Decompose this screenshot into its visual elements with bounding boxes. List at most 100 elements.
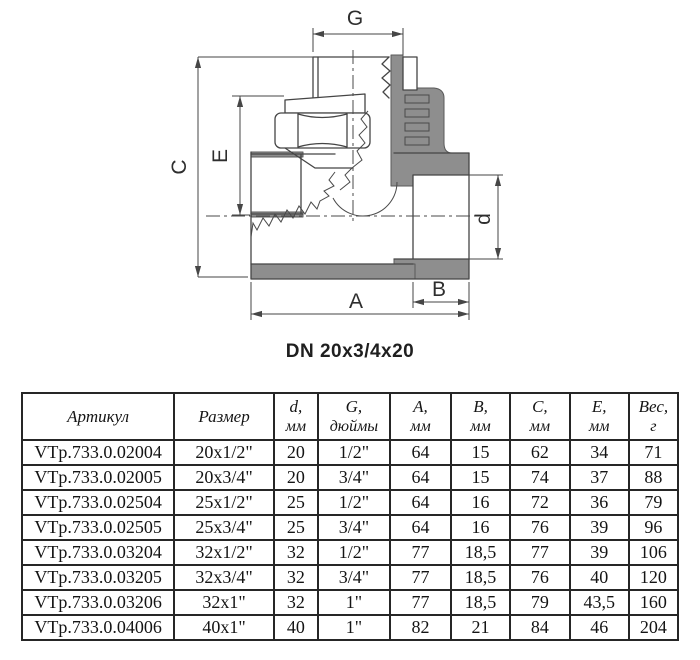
dim-label-g: G bbox=[347, 7, 363, 30]
male-thread bbox=[312, 56, 418, 99]
dim-label-b: B bbox=[432, 278, 446, 301]
dimension-g: G bbox=[312, 7, 404, 55]
dimension-d: d bbox=[462, 174, 503, 260]
cell-a: 77 bbox=[389, 539, 452, 566]
elbow-arc bbox=[332, 181, 398, 217]
cell-ves: 79 bbox=[627, 489, 680, 516]
cell-artikul: VTp.733.0.02505 bbox=[20, 514, 176, 541]
cell-a: 77 bbox=[389, 564, 452, 591]
cell-ves: 96 bbox=[627, 514, 680, 541]
cell-a: 77 bbox=[389, 589, 452, 616]
cell-artikul: VTp.733.0.02004 bbox=[20, 439, 176, 466]
thread-comb bbox=[404, 94, 430, 146]
col-header-d: d,мм bbox=[272, 392, 319, 441]
cell-c: 76 bbox=[509, 564, 571, 591]
cell-b: 16 bbox=[449, 489, 512, 516]
union-nut bbox=[274, 93, 371, 169]
cell-b: 18,5 bbox=[449, 589, 512, 616]
cell-razmer: 40x1" bbox=[173, 614, 275, 641]
cell-d: 40 bbox=[272, 614, 319, 641]
cell-c: 62 bbox=[509, 439, 571, 466]
cell-ves: 204 bbox=[627, 614, 680, 641]
cell-razmer: 32x1" bbox=[173, 589, 275, 616]
cell-g: 3/4" bbox=[316, 464, 392, 491]
cell-artikul: VTp.733.0.02504 bbox=[20, 489, 176, 516]
cell-b: 18,5 bbox=[449, 539, 512, 566]
cell-razmer: 25x1/2" bbox=[173, 489, 275, 516]
dimension-c: C bbox=[168, 56, 313, 278]
cell-artikul: VTp.733.0.04006 bbox=[20, 614, 176, 641]
run-bottom-wall bbox=[250, 263, 416, 280]
cell-razmer: 25x3/4" bbox=[173, 514, 275, 541]
dim-label-d: d bbox=[472, 213, 495, 225]
cell-e: 39 bbox=[568, 539, 630, 566]
cell-g: 1" bbox=[316, 589, 392, 616]
cell-e: 43,5 bbox=[568, 589, 630, 616]
col-header-e: E,мм bbox=[568, 392, 630, 441]
cell-d: 25 bbox=[272, 489, 319, 516]
technical-drawing: G C E A B d bbox=[168, 7, 503, 320]
col-header-artikul: Артикул bbox=[20, 392, 176, 441]
cell-razmer: 20x3/4" bbox=[173, 464, 275, 491]
cell-e: 40 bbox=[568, 564, 630, 591]
cell-b: 18,5 bbox=[449, 564, 512, 591]
cell-a: 64 bbox=[389, 489, 452, 516]
header-row: Артикул Размер d,мм G,дюймы A,мм B,мм C,… bbox=[20, 392, 680, 441]
cell-ves: 160 bbox=[627, 589, 680, 616]
cell-g: 1/2" bbox=[316, 439, 392, 466]
nut-skirt bbox=[284, 147, 354, 169]
cell-d: 20 bbox=[272, 439, 319, 466]
cell-razmer: 20x1/2" bbox=[173, 439, 275, 466]
col-header-c: C,мм bbox=[509, 392, 571, 441]
cell-c: 72 bbox=[509, 489, 571, 516]
col-header-b: B,мм bbox=[449, 392, 512, 441]
cell-razmer: 32x1/2" bbox=[173, 539, 275, 566]
cell-g: 1/2" bbox=[316, 489, 392, 516]
cell-b: 15 bbox=[449, 439, 512, 466]
cell-ves: 71 bbox=[627, 439, 680, 466]
fitting-body bbox=[250, 54, 470, 280]
dimension-b: B bbox=[412, 278, 469, 308]
cell-c: 74 bbox=[509, 464, 571, 491]
cell-c: 79 bbox=[509, 589, 571, 616]
cell-razmer: 32x3/4" bbox=[173, 564, 275, 591]
cell-d: 32 bbox=[272, 589, 319, 616]
col-header-razmer: Размер bbox=[173, 392, 275, 441]
cell-b: 15 bbox=[449, 464, 512, 491]
cell-a: 82 bbox=[389, 614, 452, 641]
dim-label-c: C bbox=[168, 159, 191, 174]
dimension-e: E bbox=[209, 95, 284, 216]
cell-artikul: VTp.733.0.03206 bbox=[20, 589, 176, 616]
spec-table: Артикул Размер d,мм G,дюймы A,мм B,мм C,… bbox=[20, 392, 680, 641]
cell-a: 64 bbox=[389, 464, 452, 491]
cell-a: 64 bbox=[389, 514, 452, 541]
cell-a: 64 bbox=[389, 439, 452, 466]
drawing-caption: DN 20x3/4x20 bbox=[285, 341, 415, 362]
cell-d: 20 bbox=[272, 464, 319, 491]
cell-e: 39 bbox=[568, 514, 630, 541]
cell-d: 25 bbox=[272, 514, 319, 541]
cell-e: 36 bbox=[568, 489, 630, 516]
cell-e: 37 bbox=[568, 464, 630, 491]
dimension-a: A bbox=[250, 282, 470, 320]
cell-c: 77 bbox=[509, 539, 571, 566]
cell-g: 1" bbox=[316, 614, 392, 641]
col-header-ves: Вес,г bbox=[627, 392, 680, 441]
cell-d: 32 bbox=[272, 564, 319, 591]
cell-d: 32 bbox=[272, 539, 319, 566]
col-header-g: G,дюймы bbox=[316, 392, 392, 441]
cell-b: 16 bbox=[449, 514, 512, 541]
cell-e: 34 bbox=[568, 439, 630, 466]
dim-label-a: A bbox=[349, 290, 363, 313]
cell-ves: 88 bbox=[627, 464, 680, 491]
col-header-a: A,мм bbox=[389, 392, 452, 441]
nut-hexagon bbox=[274, 112, 371, 149]
